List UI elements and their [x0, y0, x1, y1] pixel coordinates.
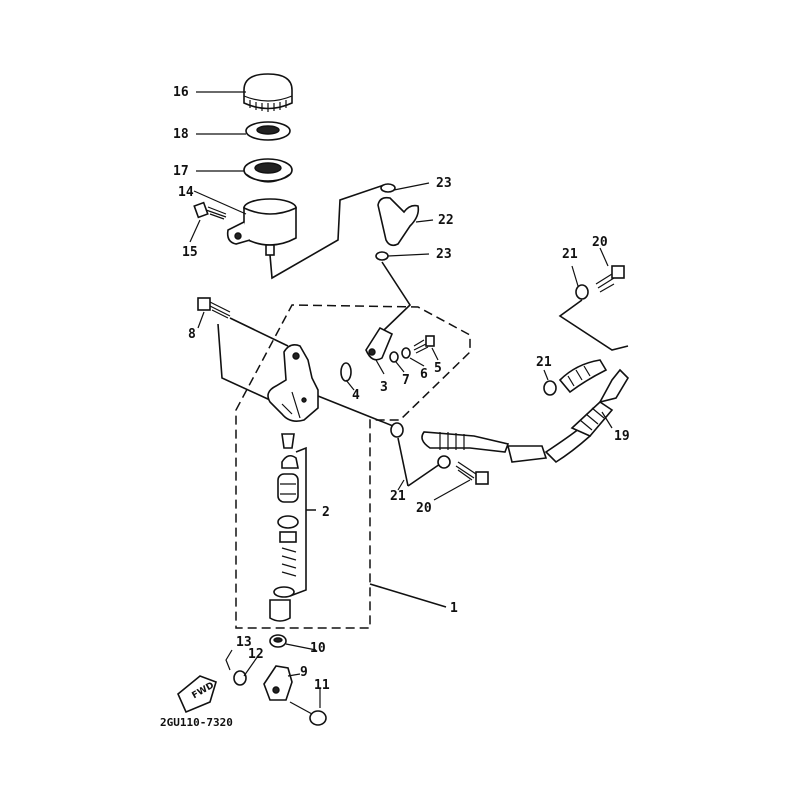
callout-21-upper: 21 — [562, 247, 578, 262]
washer-12 — [233, 670, 247, 686]
reservoir-hose — [377, 196, 420, 247]
callout-21-mid: 21 — [536, 355, 552, 370]
hose-to-joint-route — [381, 261, 412, 331]
callout-16: 16 — [173, 85, 189, 100]
callout-13: 13 — [236, 635, 252, 650]
nut-10 — [269, 634, 287, 648]
master-cylinder-body — [267, 344, 319, 422]
fwd-direction-badge: FWD — [177, 675, 217, 714]
piston-bracket — [289, 446, 316, 597]
leader-lines — [189, 91, 613, 708]
clip-upper — [380, 183, 396, 193]
callout-5: 5 — [434, 361, 442, 376]
reservoir-bolt — [193, 201, 227, 220]
drawing-code: 2GU110-7320 — [160, 716, 233, 729]
washer-21-b — [543, 380, 557, 396]
brake-hose — [421, 359, 630, 464]
callout-17: 17 — [173, 164, 189, 179]
bolt-8 — [197, 297, 231, 319]
clip-lower — [375, 251, 389, 261]
cotter-pin-13 — [225, 649, 233, 671]
callout-15: 15 — [182, 245, 198, 260]
callout-1: 1 — [450, 601, 458, 616]
callout-10: 10 — [310, 641, 326, 656]
o-ring — [340, 362, 352, 382]
callout-7: 7 — [402, 373, 410, 388]
callout-2: 2 — [322, 505, 330, 520]
callout-18: 18 — [173, 127, 189, 142]
upper-hose-route — [558, 299, 629, 351]
bolt-20-upper — [595, 265, 625, 293]
reservoir-hose-route — [269, 184, 385, 280]
callout-11: 11 — [314, 678, 330, 693]
washer-21-c — [575, 284, 589, 300]
bolt-route — [217, 317, 289, 401]
washer-6 — [401, 347, 411, 359]
callout-20-lower: 20 — [416, 501, 432, 516]
diaphragm — [243, 158, 293, 183]
callout-12: 12 — [248, 647, 264, 662]
screw-5 — [413, 335, 435, 354]
callout-20-upper: 20 — [592, 235, 608, 250]
leader-1 — [369, 583, 447, 608]
callout-4: 4 — [352, 388, 360, 403]
hose-joint — [365, 326, 394, 361]
pin-11 — [289, 701, 327, 726]
piston-kit — [269, 433, 299, 622]
callout-6: 6 — [420, 367, 428, 382]
callout-23-upper: 23 — [436, 176, 452, 191]
lower-hose-route — [397, 437, 441, 487]
bolt-20-lower — [455, 461, 489, 485]
reservoir-cap — [243, 73, 293, 112]
callout-8: 8 — [188, 327, 196, 342]
assembly-boundary — [235, 304, 471, 629]
callout-14: 14 — [178, 185, 194, 200]
washer-21-d — [437, 455, 451, 469]
callout-9: 9 — [300, 665, 308, 680]
cap-plate — [245, 121, 291, 141]
callout-19: 19 — [614, 429, 630, 444]
washer-21-a — [390, 422, 404, 438]
clevis-9 — [263, 665, 293, 701]
callout-21-lower: 21 — [390, 489, 406, 504]
callout-22: 22 — [438, 213, 454, 228]
washer-7 — [389, 351, 399, 363]
callout-23-lower: 23 — [436, 247, 452, 262]
callout-3: 3 — [380, 380, 388, 395]
body-to-washer-route — [317, 395, 399, 429]
reservoir-tank — [226, 198, 297, 256]
